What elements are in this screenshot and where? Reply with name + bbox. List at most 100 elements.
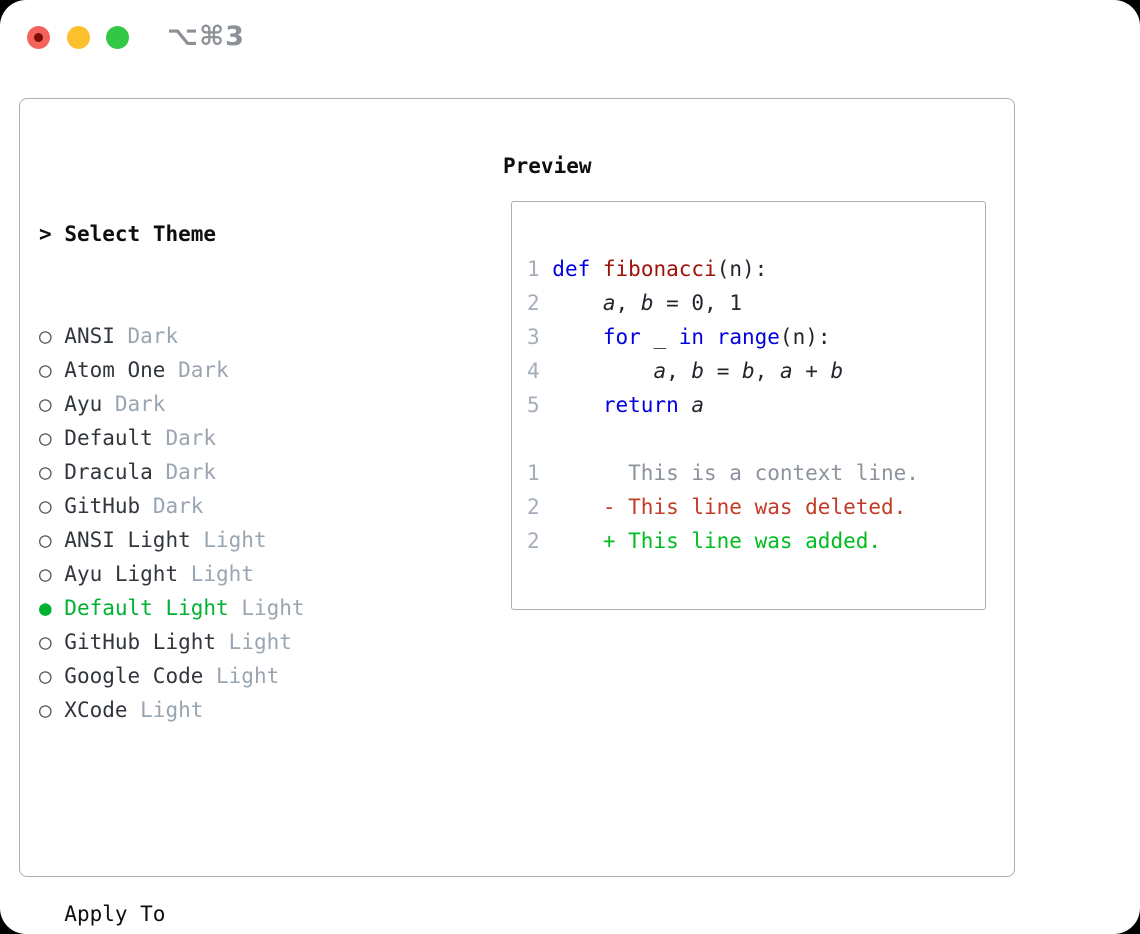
- theme-name: Default Light: [51, 596, 229, 620]
- line-number: 3: [527, 325, 553, 349]
- line-number: 1: [527, 461, 553, 485]
- theme-variant: Dark: [114, 324, 179, 348]
- theme-option[interactable]: ○ Google Code Light: [39, 659, 393, 693]
- code-token: ,: [754, 359, 780, 383]
- theme-option[interactable]: ○ Dracula Dark: [39, 455, 393, 489]
- theme-variant: Light: [216, 630, 292, 654]
- code-token: [679, 393, 692, 417]
- close-button-dot-icon: [34, 33, 43, 42]
- theme-variant: Light: [178, 562, 254, 586]
- code-line: 2 + This line was added.: [527, 524, 919, 558]
- theme-list: ○ ANSI Dark○ Atom One Dark○ Ayu Dark○ De…: [39, 319, 393, 727]
- theme-option[interactable]: ○ Default Dark: [39, 421, 393, 455]
- code-token: [704, 325, 717, 349]
- theme-option[interactable]: ○ GitHub Dark: [39, 489, 393, 523]
- theme-variant: Dark: [152, 426, 217, 450]
- code-token: _: [640, 325, 679, 349]
- radio-icon: ○: [39, 426, 52, 450]
- theme-variant: Light: [228, 596, 305, 620]
- code-line: 4 a, b = b, a + b: [527, 354, 919, 388]
- theme-name: XCode: [51, 698, 128, 722]
- code-token: [552, 393, 603, 417]
- code-token: (n):: [716, 257, 768, 281]
- code-token: range: [716, 325, 780, 349]
- theme-variant: Dark: [152, 460, 217, 484]
- theme-variant: Dark: [102, 392, 166, 416]
- radio-icon: ○: [39, 392, 52, 416]
- maximize-button[interactable]: [106, 26, 129, 49]
- theme-name: GitHub Light: [51, 630, 217, 654]
- theme-option[interactable]: ○ ANSI Dark: [39, 319, 393, 353]
- radio-icon: ●: [39, 596, 52, 620]
- radio-icon: ○: [39, 630, 52, 654]
- code-token: b: [830, 359, 844, 383]
- line-number: 2: [527, 495, 553, 519]
- select-theme-heading: > Select Theme: [39, 217, 393, 251]
- theme-option[interactable]: ○ Atom One Dark: [39, 353, 393, 387]
- code-token: a: [691, 393, 705, 417]
- theme-variant: Light: [127, 698, 204, 722]
- code-token: for: [602, 325, 641, 349]
- theme-variant: Light: [203, 664, 280, 688]
- code-line: 2 - This line was deleted.: [527, 490, 919, 524]
- theme-name: Ayu Light: [51, 562, 179, 586]
- theme-name: Default: [51, 426, 153, 450]
- theme-option[interactable]: ○ Ayu Dark: [39, 387, 393, 421]
- window-title: ⌥⌘3: [167, 21, 245, 52]
- theme-name: Dracula: [51, 460, 153, 484]
- radio-icon: ○: [39, 562, 52, 586]
- theme-option[interactable]: ○ Ayu Light Light: [39, 557, 393, 591]
- code-line: 1 This is a context line.: [527, 456, 919, 490]
- code-token: (n):: [779, 325, 831, 349]
- theme-option[interactable]: ○ ANSI Light Light: [39, 523, 393, 557]
- radio-icon: ○: [39, 494, 52, 518]
- line-number: [527, 427, 552, 451]
- code-token: fibonacci: [602, 257, 717, 281]
- code-token: ,: [615, 291, 641, 315]
- code-token: [590, 257, 603, 281]
- radio-icon: ○: [39, 358, 52, 382]
- code-token: - This line was deleted.: [552, 495, 907, 519]
- radio-icon: ○: [39, 460, 52, 484]
- line-number: 1: [527, 257, 553, 281]
- theme-option[interactable]: ○ XCode Light: [39, 693, 393, 727]
- theme-column: > Select Theme ○ ANSI Dark○ Atom One Dar…: [39, 149, 393, 934]
- radio-icon: ○: [39, 324, 52, 348]
- theme-option[interactable]: ○ GitHub Light Light: [39, 625, 393, 659]
- code-token: a: [602, 291, 616, 315]
- theme-variant: Dark: [140, 494, 204, 518]
- settings-panel: > Select Theme ○ ANSI Dark○ Atom One Dar…: [19, 98, 1015, 926]
- code-token: [552, 325, 603, 349]
- radio-icon: ○: [39, 664, 52, 688]
- code-token: b: [742, 359, 755, 383]
- theme-name: Google Code: [51, 664, 204, 688]
- code-token: def: [552, 257, 591, 281]
- theme-name: Atom One: [51, 358, 166, 382]
- line-number: 2: [527, 291, 553, 315]
- code-token: [552, 359, 653, 383]
- titlebar: ⌥⌘3: [0, 0, 1140, 74]
- code-line: 2 a, b = 0, 1: [527, 286, 919, 320]
- code-token: =: [704, 359, 742, 383]
- close-button[interactable]: [27, 26, 50, 49]
- code-token: ,: [666, 359, 692, 383]
- code-token: [552, 291, 603, 315]
- code-token: + This line was added.: [552, 529, 882, 553]
- select-theme-title: Select Theme: [64, 222, 217, 246]
- theme-option[interactable]: ● Default Light Light: [39, 591, 393, 625]
- minimize-button[interactable]: [67, 26, 90, 49]
- line-number: 4: [527, 359, 553, 383]
- code-token: a: [653, 359, 667, 383]
- theme-name: Ayu: [51, 392, 103, 416]
- code-line: [527, 422, 919, 456]
- code-token: This is a context line.: [552, 461, 919, 485]
- theme-name: ANSI Light: [51, 528, 191, 552]
- line-number: 2: [527, 529, 553, 553]
- code-line: 1 def fibonacci(n):: [527, 252, 919, 286]
- code-token: = 0, 1: [653, 291, 742, 315]
- theme-name: GitHub: [51, 494, 141, 518]
- code-token: +: [792, 359, 831, 383]
